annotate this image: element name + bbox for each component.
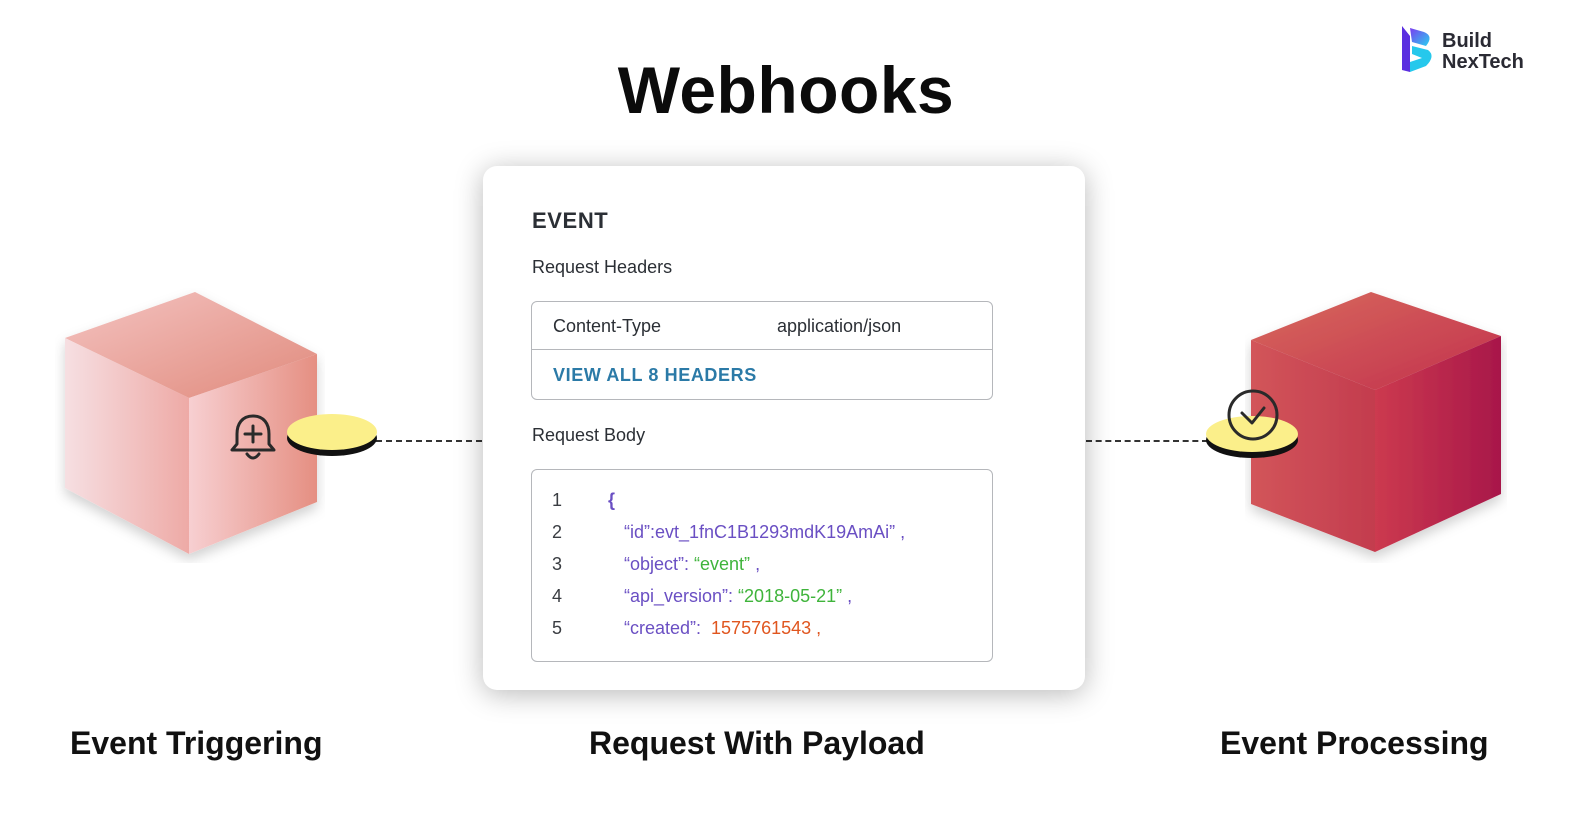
code-comma: , — [750, 554, 761, 574]
payload-card: EVENT Request Headers Content-Type appli… — [483, 166, 1085, 690]
caption-event-triggering: Event Triggering — [70, 725, 323, 761]
code-key: “id”:evt_1fnC1B1293mdK19AmAi” — [624, 522, 896, 542]
line-number: 5 — [552, 618, 563, 638]
code-number-value: 1575761543 — [711, 618, 812, 638]
event-label: EVENT — [532, 208, 609, 233]
code-key: “object”: — [624, 554, 695, 574]
event-trigger-cube — [65, 292, 317, 554]
code-comma: , — [842, 586, 853, 606]
logo-text-build: Build — [1442, 30, 1492, 52]
code-key: “created”: — [624, 618, 712, 638]
line-number: 3 — [552, 554, 563, 574]
header-key: Content-Type — [553, 316, 662, 336]
brand-logo: Build NexTech — [1398, 24, 1548, 76]
code-line: “api_version”: “2018-05-21” , — [624, 586, 852, 607]
check-circle-icon — [1227, 389, 1279, 441]
code-string-value: “2018-05-21” — [738, 586, 843, 606]
request-body-label: Request Body — [532, 425, 646, 445]
caption-event-processing: Event Processing — [1220, 725, 1489, 761]
caption-request-with-payload: Request With Payload — [589, 725, 925, 761]
headers-box: Content-Type application/json VIEW ALL 8… — [531, 301, 993, 400]
code-line: “object”: “event” , — [624, 554, 760, 575]
request-headers-label: Request Headers — [532, 257, 673, 277]
code-string-value: “event” — [694, 554, 751, 574]
code-comma: , — [895, 522, 906, 542]
code-key: “api_version”: — [624, 586, 739, 606]
line-number: 1 — [552, 490, 563, 510]
line-number: 4 — [552, 586, 563, 606]
code-comma: , — [811, 618, 822, 638]
request-body-box: 1 { 2 “id”:evt_1fnC1B1293mdK19AmAi” , 3 … — [531, 469, 993, 662]
logo-text-nextech: NexTech — [1442, 51, 1524, 73]
view-all-headers-link[interactable]: VIEW ALL 8 HEADERS — [553, 365, 757, 385]
connector-line-right — [1086, 440, 1208, 442]
header-row: Content-Type application/json — [532, 302, 992, 350]
page-title: Webhooks — [617, 53, 955, 127]
line-number: 2 — [552, 522, 563, 542]
code-line: “created”: 1575761543 , — [624, 618, 821, 639]
logo-mark-icon — [1402, 26, 1432, 72]
bell-plus-icon — [230, 414, 276, 460]
connector-line-left — [376, 440, 482, 442]
header-value: application/json — [777, 316, 902, 336]
connector-disc-left — [287, 414, 377, 456]
event-processing-cube — [1251, 292, 1501, 552]
code-open-brace: { — [608, 490, 616, 510]
code-line: “id”:evt_1fnC1B1293mdK19AmAi” , — [624, 522, 905, 543]
